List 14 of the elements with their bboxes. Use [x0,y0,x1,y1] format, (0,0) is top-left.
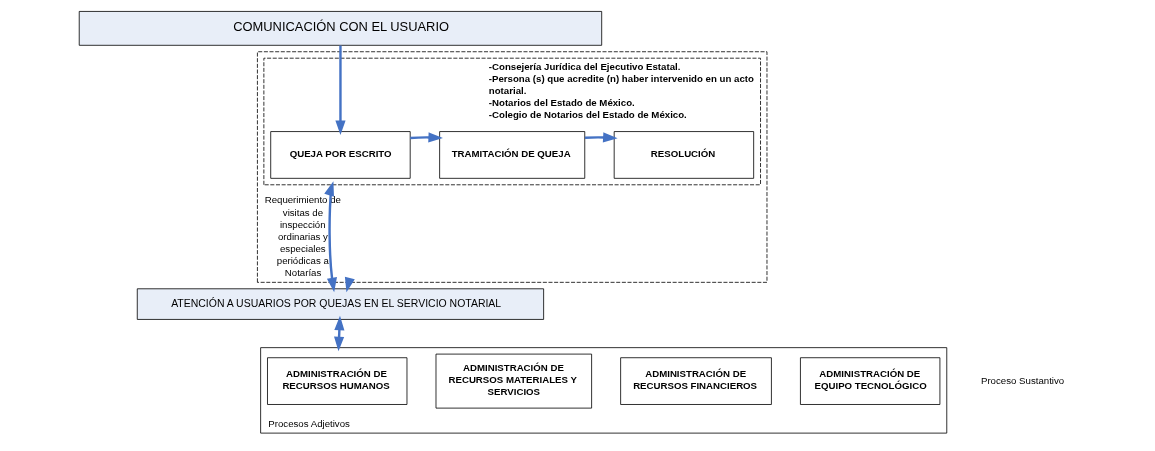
node-box: ADMINISTRACIÓN DE RECURSOS HUMANOS [267,357,408,405]
label: Proceso Sustantivo [980,374,1065,386]
node-box: ADMINISTRACIÓN DE RECURSOS MATERIALES Y SERVICIOS [435,353,592,409]
node-box: QUEJA POR ESCRITO [270,131,411,179]
arrow [410,132,443,143]
arrow [324,181,337,293]
node-box: TRAMITACIÓN DE QUEJA [439,131,586,179]
node-box: ATENCIÓN A USUARIOS POR QUEJAS EN EL SERVICIO NOTARIAL [136,288,545,320]
node-box: ADMINISTRACIÓN DE EQUIPO TECNOLÓGICO [800,357,941,405]
node-box: COMUNICACIÓN CON EL USUARIO [78,11,603,46]
arrow [584,132,618,143]
node-box: ADMINISTRACIÓN DE RECURSOS FINANCIEROS [620,357,772,405]
arrow [335,45,346,136]
node-box: RESOLUCIÓN [613,131,755,179]
